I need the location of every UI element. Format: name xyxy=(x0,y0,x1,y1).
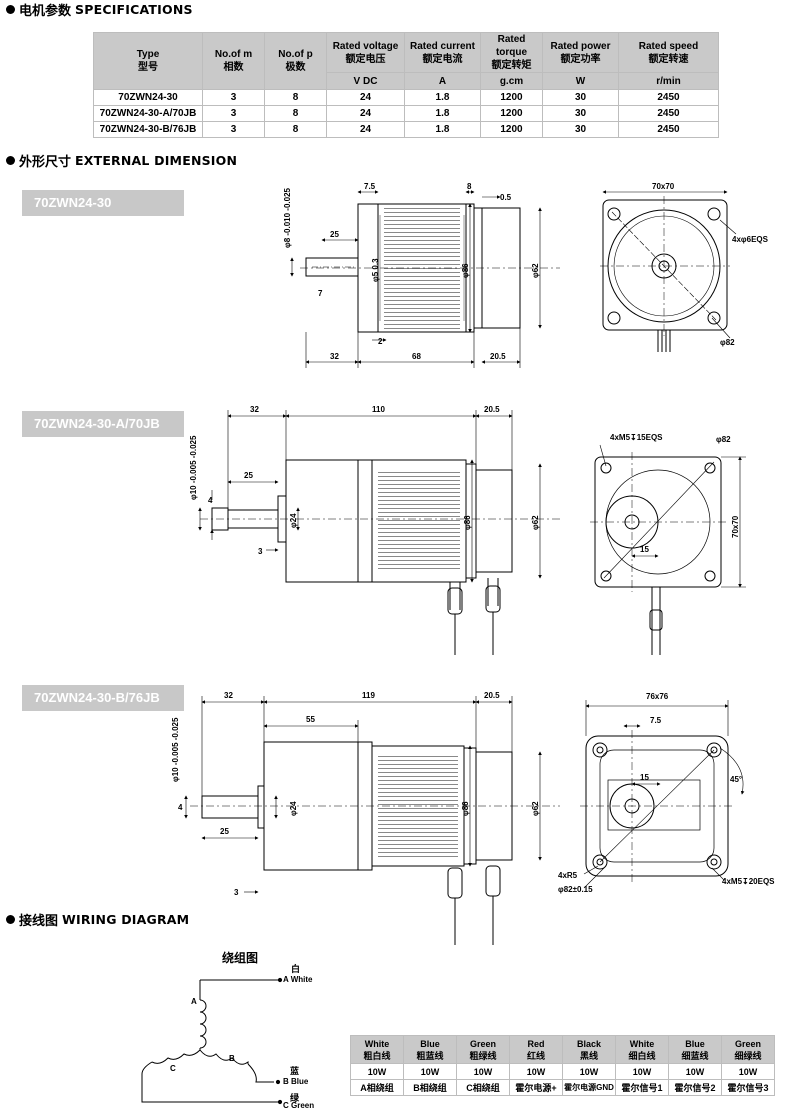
svg-text:8: 8 xyxy=(467,182,472,191)
svg-text:φ62: φ62 xyxy=(531,263,540,278)
bullet-icon xyxy=(6,5,15,14)
svg-text:32: 32 xyxy=(224,691,233,700)
blue-wire-cn: 蓝 xyxy=(290,1066,300,1076)
svg-text:20.5: 20.5 xyxy=(484,405,500,414)
wiring-section-title: 接线图 WIRING DIAGRAM xyxy=(6,910,189,929)
svg-text:φ82: φ82 xyxy=(716,435,731,444)
svg-text:70x70: 70x70 xyxy=(731,515,740,538)
svg-text:4: 4 xyxy=(178,803,183,812)
svg-text:3: 3 xyxy=(258,547,263,556)
svg-text:φ86: φ86 xyxy=(461,801,470,816)
svg-text:4xM5↧15EQS: 4xM5↧15EQS xyxy=(610,433,663,442)
model1-side-view xyxy=(300,203,560,333)
model2-front-view xyxy=(590,452,726,655)
bullet-icon xyxy=(6,156,15,165)
svg-text:25: 25 xyxy=(244,471,253,480)
table-unit-row: V DC A g.cm W r/min xyxy=(94,72,719,90)
model1-dimension-labels: 7.5 8 0.5 25 32 68 20.5 2 7 φ8 -0.010 -0… xyxy=(283,182,540,361)
model-label-1: 70ZWN24-30 xyxy=(22,190,184,216)
svg-text:32: 32 xyxy=(250,405,259,414)
model2-front-dimensions xyxy=(599,444,746,588)
svg-text:7: 7 xyxy=(318,289,323,298)
model2-side-view xyxy=(200,459,560,655)
model3-dimension-labels: 32 119 20.5 55 25 4 3 φ10 -0.005 -0.025 … xyxy=(171,691,540,897)
coil-b-label: B xyxy=(229,1054,235,1063)
svg-text:68: 68 xyxy=(412,352,421,361)
svg-text:7.5: 7.5 xyxy=(650,716,662,725)
svg-text:φ62: φ62 xyxy=(531,801,540,816)
svg-text:φ10 -0.005 -0.025: φ10 -0.005 -0.025 xyxy=(171,717,180,782)
dimension-section-title: 外形尺寸 EXTERNAL DIMENSION xyxy=(6,151,237,170)
svg-text:15: 15 xyxy=(640,773,649,782)
svg-text:φ86: φ86 xyxy=(461,263,470,278)
svg-text:φ62: φ62 xyxy=(531,515,540,530)
green-wire-en: C Green xyxy=(283,1101,315,1110)
winding-diagram xyxy=(141,977,283,1105)
svg-text:0.5: 0.5 xyxy=(500,193,512,202)
coil-c-label: C xyxy=(170,1064,176,1073)
blue-wire-en: B Blue xyxy=(283,1077,309,1086)
svg-text:φ82: φ82 xyxy=(720,338,735,347)
svg-text:φ24: φ24 xyxy=(289,801,298,816)
svg-text:70x70: 70x70 xyxy=(652,182,675,191)
model2-side-dimensions xyxy=(198,410,542,583)
model1-front-labels: 70x70 4xφ6EQS φ82 xyxy=(652,182,769,347)
svg-text:2: 2 xyxy=(378,337,383,346)
svg-text:20.5: 20.5 xyxy=(484,691,500,700)
svg-text:32: 32 xyxy=(330,352,339,361)
svg-text:7.5: 7.5 xyxy=(364,182,376,191)
svg-text:4xM5↧20EQS: 4xM5↧20EQS xyxy=(722,877,775,886)
green-wire-cn: 绿 xyxy=(290,1093,300,1103)
model1-front-dimensions xyxy=(602,190,737,339)
white-wire-en: A White xyxy=(283,975,313,984)
svg-text:φ82±0.15: φ82±0.15 xyxy=(558,885,593,894)
model-label-3: 70ZWN24-30-B/76JB xyxy=(22,685,184,711)
white-wire-cn: 白 xyxy=(291,964,301,974)
bullet-icon xyxy=(6,915,15,924)
svg-text:φ8 -0.010 -0.025: φ8 -0.010 -0.025 xyxy=(283,187,292,248)
spec-section-title: 电机参数 SPECIFICATIONS xyxy=(6,0,193,19)
svg-text:φ10 -0.005 -0.025: φ10 -0.005 -0.025 xyxy=(189,435,198,500)
svg-text:45°: 45° xyxy=(730,775,742,784)
svg-text:25: 25 xyxy=(220,827,229,836)
svg-text:76x76: 76x76 xyxy=(646,692,669,701)
svg-text:4xR5: 4xR5 xyxy=(558,871,578,880)
model3-front-labels: 76x76 7.5 15 45° 4xR5 φ82±0.15 4xM5↧20EQ… xyxy=(558,692,775,894)
coil-a-label: A xyxy=(191,997,197,1006)
svg-text:55: 55 xyxy=(306,715,315,724)
model1-side-dimensions xyxy=(290,190,542,368)
svg-text:4xφ6EQS: 4xφ6EQS xyxy=(732,235,769,244)
model1-front-view xyxy=(600,196,730,352)
svg-text:20.5: 20.5 xyxy=(490,352,506,361)
model3-front-dimensions xyxy=(583,700,745,889)
svg-text:3: 3 xyxy=(234,888,239,897)
svg-text:φ86: φ86 xyxy=(463,515,472,530)
model-label-2: 70ZWN24-30-A/70JB xyxy=(22,411,184,437)
svg-text:119: 119 xyxy=(362,691,375,700)
winding-title: 绕组图 xyxy=(222,951,259,965)
svg-text:25: 25 xyxy=(330,230,339,239)
model3-side-view xyxy=(190,741,560,945)
svg-text:15: 15 xyxy=(640,545,649,554)
svg-text:φ5 0.3: φ5 0.3 xyxy=(371,258,380,282)
model2-front-labels: 4xM5↧15EQS φ82 15 70x70 xyxy=(610,433,740,554)
model2-dimension-labels: 32 110 20.5 25 4 3 φ10 -0.005 -0.025 φ24… xyxy=(189,405,540,556)
svg-text:φ24: φ24 xyxy=(289,513,298,528)
model3-front-view xyxy=(580,730,734,882)
svg-text:4: 4 xyxy=(208,496,213,505)
model3-side-dimensions xyxy=(184,696,542,894)
svg-text:110: 110 xyxy=(372,405,385,414)
